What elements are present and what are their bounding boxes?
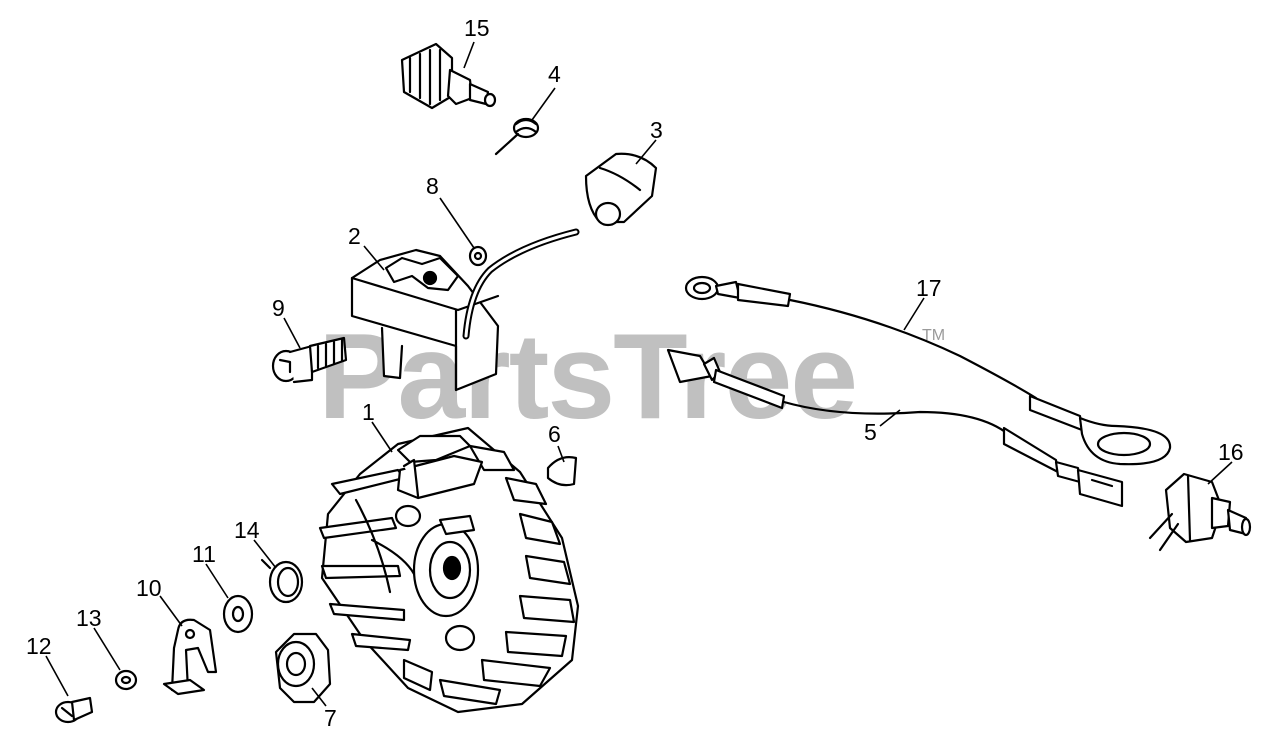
leader-6 bbox=[557, 445, 565, 463]
leader-14 bbox=[253, 539, 277, 569]
part-6-key[interactable] bbox=[546, 456, 578, 487]
part-9-bolt[interactable] bbox=[271, 336, 348, 384]
part-17-ground-wire[interactable] bbox=[684, 275, 1172, 466]
callout-17: 17 bbox=[916, 275, 942, 301]
leader-5 bbox=[879, 409, 901, 427]
leader-17 bbox=[903, 297, 925, 331]
watermark-trademark: TM bbox=[922, 327, 945, 344]
leader-2 bbox=[363, 245, 385, 271]
callout-3: 3 bbox=[650, 117, 663, 143]
part-12-screw[interactable] bbox=[54, 696, 94, 724]
leader-1 bbox=[371, 421, 393, 453]
callout-9: 9 bbox=[272, 295, 285, 321]
part-13-nut[interactable] bbox=[114, 669, 138, 691]
callout-15: 15 bbox=[464, 15, 490, 41]
part-11-washer[interactable] bbox=[222, 594, 254, 634]
callout-8: 8 bbox=[426, 173, 439, 199]
part-7-nut[interactable] bbox=[274, 632, 332, 704]
part-5-primary-wire[interactable] bbox=[666, 348, 1124, 508]
leader-8 bbox=[439, 197, 475, 249]
leader-4 bbox=[531, 87, 556, 121]
leader-7 bbox=[311, 687, 327, 707]
callout-12: 12 bbox=[26, 633, 52, 659]
part-16-stop-switch[interactable] bbox=[1148, 472, 1252, 552]
callout-14: 14 bbox=[234, 517, 260, 543]
part-15-spark-plug[interactable] bbox=[400, 42, 497, 110]
callout-13: 13 bbox=[76, 605, 102, 631]
leader-16 bbox=[1207, 461, 1233, 485]
part-1-flywheel[interactable] bbox=[318, 426, 580, 714]
callout-6: 6 bbox=[548, 421, 561, 447]
part-10-bracket[interactable] bbox=[162, 618, 218, 696]
part-3-boot[interactable] bbox=[584, 152, 658, 227]
callout-1: 1 bbox=[362, 399, 375, 425]
callout-10: 10 bbox=[136, 575, 162, 601]
callout-11: 11 bbox=[192, 541, 216, 567]
leader-15 bbox=[463, 41, 475, 69]
callout-7: 7 bbox=[324, 705, 337, 731]
leader-10 bbox=[159, 595, 183, 627]
leader-11 bbox=[205, 563, 229, 599]
part-14-spring[interactable] bbox=[260, 558, 304, 604]
callout-16: 16 bbox=[1218, 439, 1244, 465]
callout-5: 5 bbox=[864, 419, 877, 445]
leader-9 bbox=[283, 317, 301, 349]
part-2-ignition-coil[interactable] bbox=[350, 228, 580, 392]
leader-13 bbox=[93, 627, 121, 671]
part-4-spring[interactable] bbox=[494, 117, 540, 156]
callout-2: 2 bbox=[348, 223, 361, 249]
part-8-washer[interactable] bbox=[468, 245, 488, 267]
leader-3 bbox=[635, 139, 657, 165]
callout-4: 4 bbox=[548, 61, 561, 87]
leader-12 bbox=[45, 655, 69, 697]
